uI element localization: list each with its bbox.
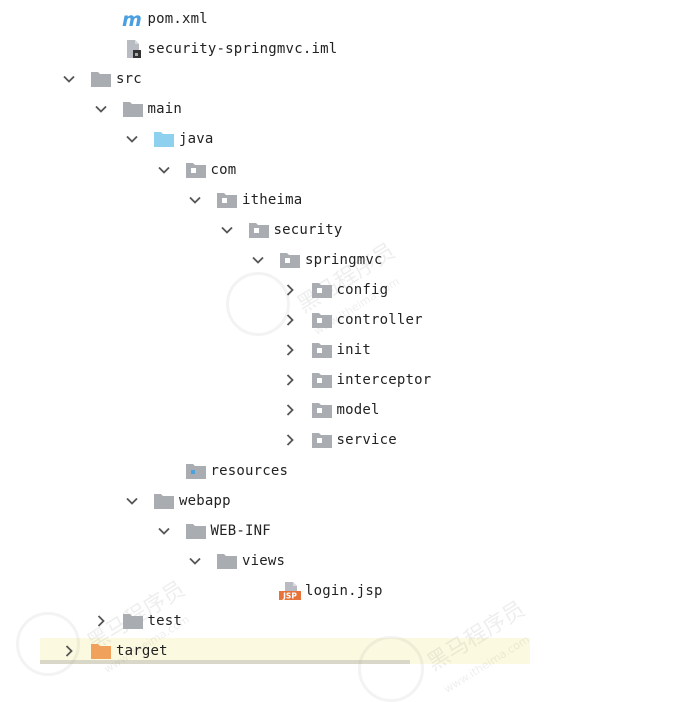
tree-row-src[interactable]: src (0, 64, 677, 94)
tree-row-itheima[interactable]: itheima (0, 185, 677, 215)
package-folder-icon (311, 340, 333, 360)
folder-orange-icon (90, 641, 112, 661)
tree-item-label: itheima (242, 191, 303, 208)
package-folder-icon (311, 370, 333, 390)
chevron-spacer (92, 10, 110, 28)
chevron-down-icon[interactable] (218, 221, 236, 239)
svg-text:JSP: JSP (282, 591, 297, 600)
chevron-down-icon[interactable] (155, 522, 173, 540)
package-folder-icon (311, 310, 333, 330)
chevron-down-icon[interactable] (123, 130, 141, 148)
chevron-right-icon[interactable] (281, 281, 299, 299)
chevron-down-icon[interactable] (186, 191, 204, 209)
package-folder-icon (311, 400, 333, 420)
tree-item-label: test (147, 613, 183, 629)
package-folder-icon (279, 250, 301, 270)
tree-row-web-inf[interactable]: WEB-INF (0, 516, 677, 546)
tree-item-label: resources (210, 462, 289, 479)
tree-row-login-jsp[interactable]: JSP login.jsp (0, 576, 677, 606)
tree-item-label: controller (336, 312, 423, 328)
chevron-spacer (249, 582, 267, 600)
tree-row-webapp[interactable]: webapp (0, 486, 677, 516)
tree-row-pom-xml[interactable]: m pom.xml (0, 4, 677, 34)
chevron-right-icon[interactable] (92, 612, 110, 630)
tree-item-label: springmvc (305, 251, 383, 268)
package-folder-icon (216, 190, 238, 210)
tree-item-label: interceptor (336, 372, 432, 389)
folder-gray-icon (185, 521, 207, 541)
svg-text:m: m (122, 10, 142, 28)
tree-item-label: login.jsp (305, 582, 383, 599)
chevron-spacer (155, 462, 173, 480)
tree-row-interceptor[interactable]: interceptor (0, 365, 677, 395)
maven-m-icon: m (122, 9, 144, 29)
chevron-down-icon[interactable] (155, 161, 173, 179)
tree-row-init[interactable]: init (0, 335, 677, 365)
tree-row-controller[interactable]: controller (0, 305, 677, 335)
iml-file-icon (122, 39, 144, 59)
tree-item-label: src (116, 71, 142, 88)
tree-row-com[interactable]: com (0, 155, 677, 185)
tree-item-label: init (336, 342, 372, 359)
chevron-down-icon[interactable] (123, 492, 141, 510)
tree-row-resources[interactable]: resources (0, 456, 677, 486)
folder-gray-icon (122, 99, 144, 119)
chevron-down-icon[interactable] (249, 251, 267, 269)
tree-item-label: java (179, 131, 214, 148)
tree-item-label: security (273, 221, 343, 238)
chevron-right-icon[interactable] (281, 401, 299, 419)
tree-row-security-springmvc-iml[interactable]: security-springmvc.iml (0, 34, 677, 64)
folder-gray-icon (90, 69, 112, 89)
resources-folder-icon (185, 461, 207, 481)
folder-source-blue-icon (153, 129, 175, 149)
jsp-file-icon: JSP (279, 581, 301, 601)
package-folder-icon (311, 430, 333, 450)
folder-gray-icon (153, 491, 175, 511)
tree-item-label: main (147, 101, 183, 118)
tree-row-test[interactable]: test (0, 606, 677, 636)
tree-row-springmvc[interactable]: springmvc (0, 245, 677, 275)
chevron-right-icon[interactable] (281, 431, 299, 449)
tree-item-label: service (336, 432, 397, 449)
tree-row-views[interactable]: views (0, 546, 677, 576)
chevron-down-icon[interactable] (60, 70, 78, 88)
tree-row-service[interactable]: service (0, 425, 677, 455)
tree-item-label: com (210, 161, 237, 178)
tree-row-security[interactable]: security (0, 215, 677, 245)
chevron-spacer (92, 40, 110, 58)
tree-row-java[interactable]: java (0, 124, 677, 154)
tree-item-label: security-springmvc.iml (147, 41, 338, 58)
package-folder-icon (311, 280, 333, 300)
tree-item-label: views (242, 552, 286, 569)
tree-item-label: pom.xml (147, 11, 208, 27)
chevron-right-icon[interactable] (281, 311, 299, 329)
package-folder-icon (248, 220, 270, 240)
tree-item-label: config (336, 281, 389, 298)
tree-item-label: WEB-INF (210, 522, 271, 539)
chevron-right-icon[interactable] (60, 642, 78, 660)
package-folder-icon (185, 160, 207, 180)
tree-item-label: target (116, 643, 168, 660)
folder-gray-icon (216, 551, 238, 571)
folder-gray-icon (122, 611, 144, 631)
tree-row-target[interactable]: target (0, 636, 677, 666)
chevron-right-icon[interactable] (281, 371, 299, 389)
chevron-down-icon[interactable] (186, 552, 204, 570)
tree-row-main[interactable]: main (0, 94, 677, 124)
chevron-down-icon[interactable] (92, 100, 110, 118)
tree-row-config[interactable]: config (0, 275, 677, 305)
tree-row-model[interactable]: model (0, 395, 677, 425)
tree-item-label: webapp (179, 492, 231, 509)
tree-item-label: model (336, 402, 380, 419)
chevron-right-icon[interactable] (281, 341, 299, 359)
